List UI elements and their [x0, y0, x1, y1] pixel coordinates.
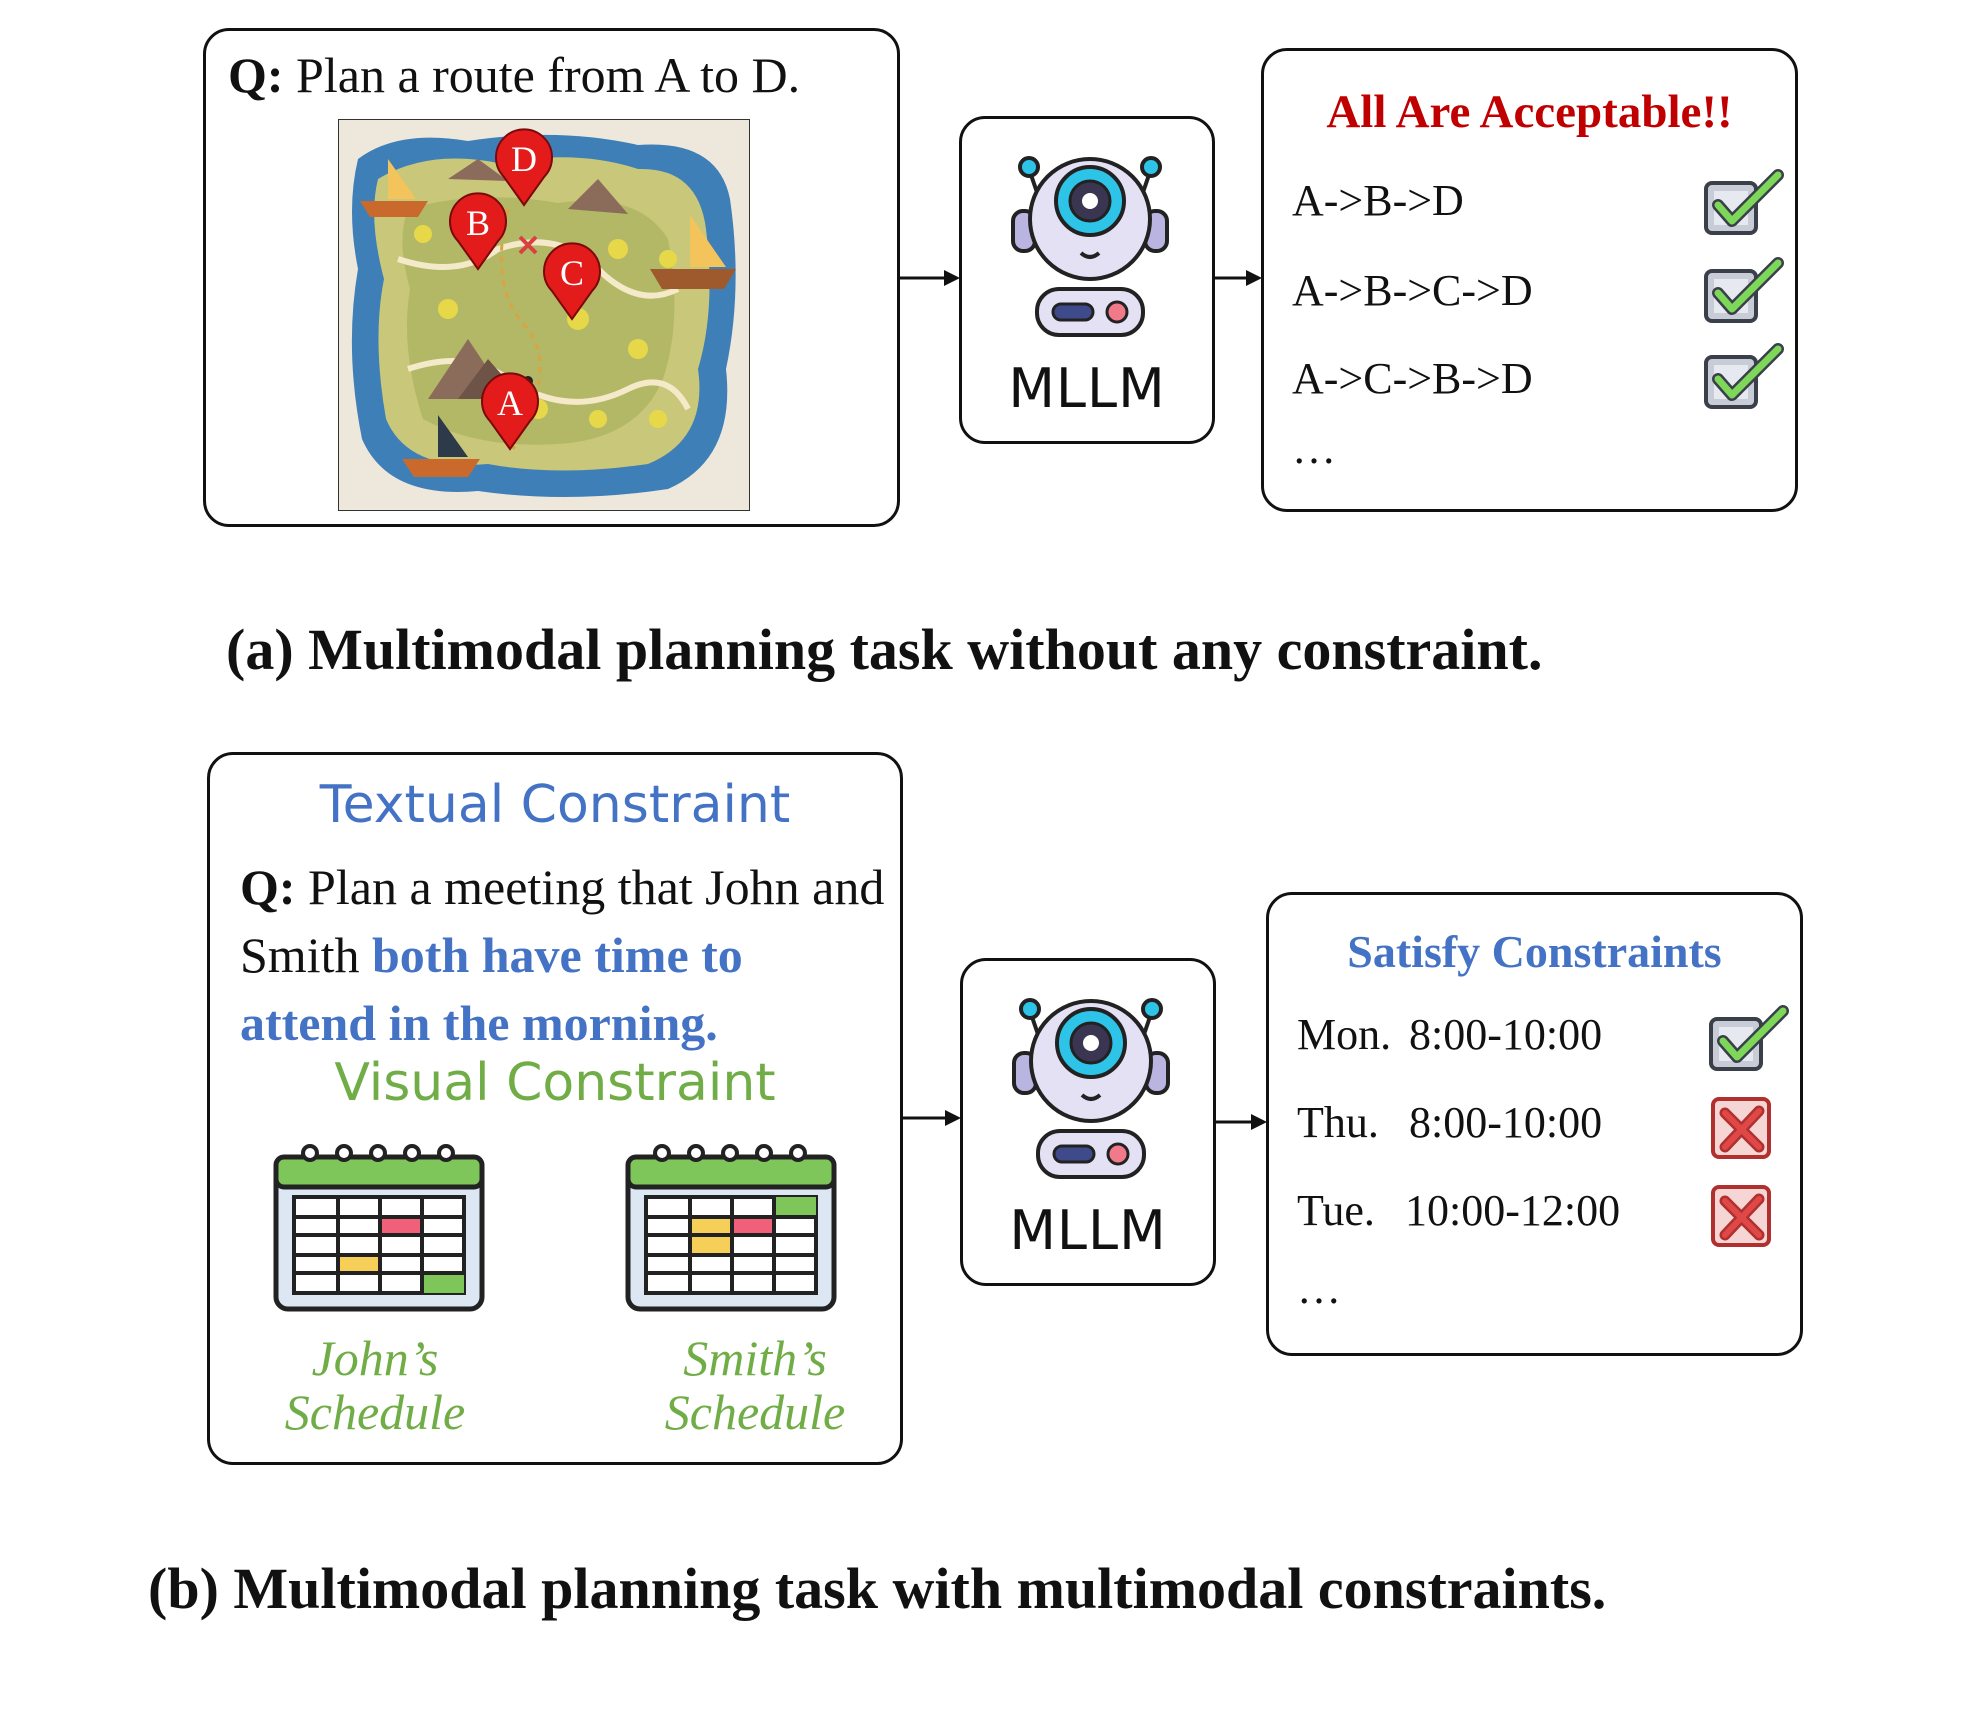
route-1: A->B->D [1292, 176, 1464, 225]
question-text-a: Plan a route from A to D. [296, 47, 801, 103]
calendar-icon [272, 1139, 486, 1313]
checkbox-check-icon [1700, 169, 1784, 239]
robot-icon [1007, 149, 1173, 339]
caption-b: (b) Multimodal planning task with multim… [148, 1556, 1607, 1621]
option-day: Mon. [1297, 1010, 1392, 1059]
route-3: A->C->B->D [1292, 354, 1533, 403]
map-marker-b: B [449, 192, 507, 271]
checkbox-check-icon [1700, 343, 1784, 413]
map-marker-a: A [481, 372, 539, 451]
svg-text:B: B [466, 203, 490, 243]
question-highlight-b: both have time to attend in the morning. [240, 927, 743, 1051]
result-box-b: Satisfy Constraints Mon. 8:00-10:00 Thu. 8… [1266, 892, 1803, 1356]
smiths-schedule-line2: Schedule [664, 1384, 846, 1440]
treasure-map-image: D B C A [338, 119, 750, 511]
checkbox-check-icon [1700, 257, 1784, 327]
result-title-b: Satisfy Constraints [1347, 926, 1722, 977]
arrow-model-to-result-a [1214, 266, 1262, 290]
option-day: Thu. [1297, 1098, 1379, 1147]
option-row-2: Thu. 8:00-10:00 [1297, 1097, 1602, 1148]
question-plain-b: Plan a meeting that John and Smith [240, 859, 885, 983]
question-prefix-a: Q: [228, 47, 284, 103]
mllm-box-a: MLLM [959, 116, 1215, 444]
option-ellipsis: … [1297, 1264, 1341, 1313]
robot-icon [1008, 991, 1174, 1181]
option-time: 8:00-10:00 [1409, 1010, 1603, 1059]
checkbox-cross-icon [1705, 1091, 1789, 1161]
arrow-model-to-result-b [1215, 1110, 1267, 1134]
smiths-schedule-label: Smith’s Schedule [630, 1331, 880, 1439]
option-time: 10:00-12:00 [1405, 1186, 1621, 1235]
textual-constraint-title: Textual Constraint [319, 775, 791, 835]
calendar-icon [624, 1139, 838, 1313]
mllm-label-b: MLLM [1009, 1199, 1167, 1262]
question-prefix-b: Q: [240, 859, 296, 915]
map-marker-d: D [495, 128, 553, 207]
route-ellipsis: … [1292, 424, 1336, 473]
mllm-label-a: MLLM [1008, 357, 1166, 420]
mllm-box-b: MLLM [960, 958, 1216, 1286]
question-box-a: Q: Plan a route from A to D. [203, 28, 900, 527]
arrow-question-to-model-b [901, 1106, 961, 1130]
svg-text:A: A [497, 383, 523, 423]
svg-text:C: C [560, 253, 584, 293]
question-a: Q: Plan a route from A to D. [228, 41, 800, 109]
johns-schedule-line1: John’s [311, 1330, 439, 1386]
johns-schedule-line2: Schedule [284, 1384, 466, 1440]
caption-a: (a) Multimodal planning task without any… [226, 617, 1543, 682]
checkbox-cross-icon [1705, 1179, 1789, 1249]
option-row-1: Mon. 8:00-10:00 [1297, 1009, 1602, 1060]
smiths-schedule-line1: Smith’s [683, 1330, 827, 1386]
visual-constraint-title: Visual Constraint [334, 1053, 776, 1113]
checkbox-check-icon [1705, 1005, 1789, 1075]
route-2: A->B->C->D [1292, 266, 1533, 315]
option-day: Tue. [1297, 1186, 1375, 1235]
svg-text:D: D [511, 139, 537, 179]
option-time: 8:00-10:00 [1409, 1098, 1603, 1147]
result-box-a: All Are Acceptable!! A->B->D A->B->C->D … [1261, 48, 1798, 512]
arrow-question-to-model-a [898, 266, 960, 290]
map-marker-c: C [543, 242, 601, 321]
result-title-a: All Are Acceptable!! [1326, 86, 1733, 138]
question-box-b: Textual Constraint Q: Plan a meeting tha… [207, 752, 903, 1465]
option-row-3: Tue. 10:00-12:00 [1297, 1185, 1620, 1236]
johns-schedule-label: John’s Schedule [250, 1331, 500, 1439]
question-b: Q: Plan a meeting that John and Smith bo… [240, 853, 890, 1057]
